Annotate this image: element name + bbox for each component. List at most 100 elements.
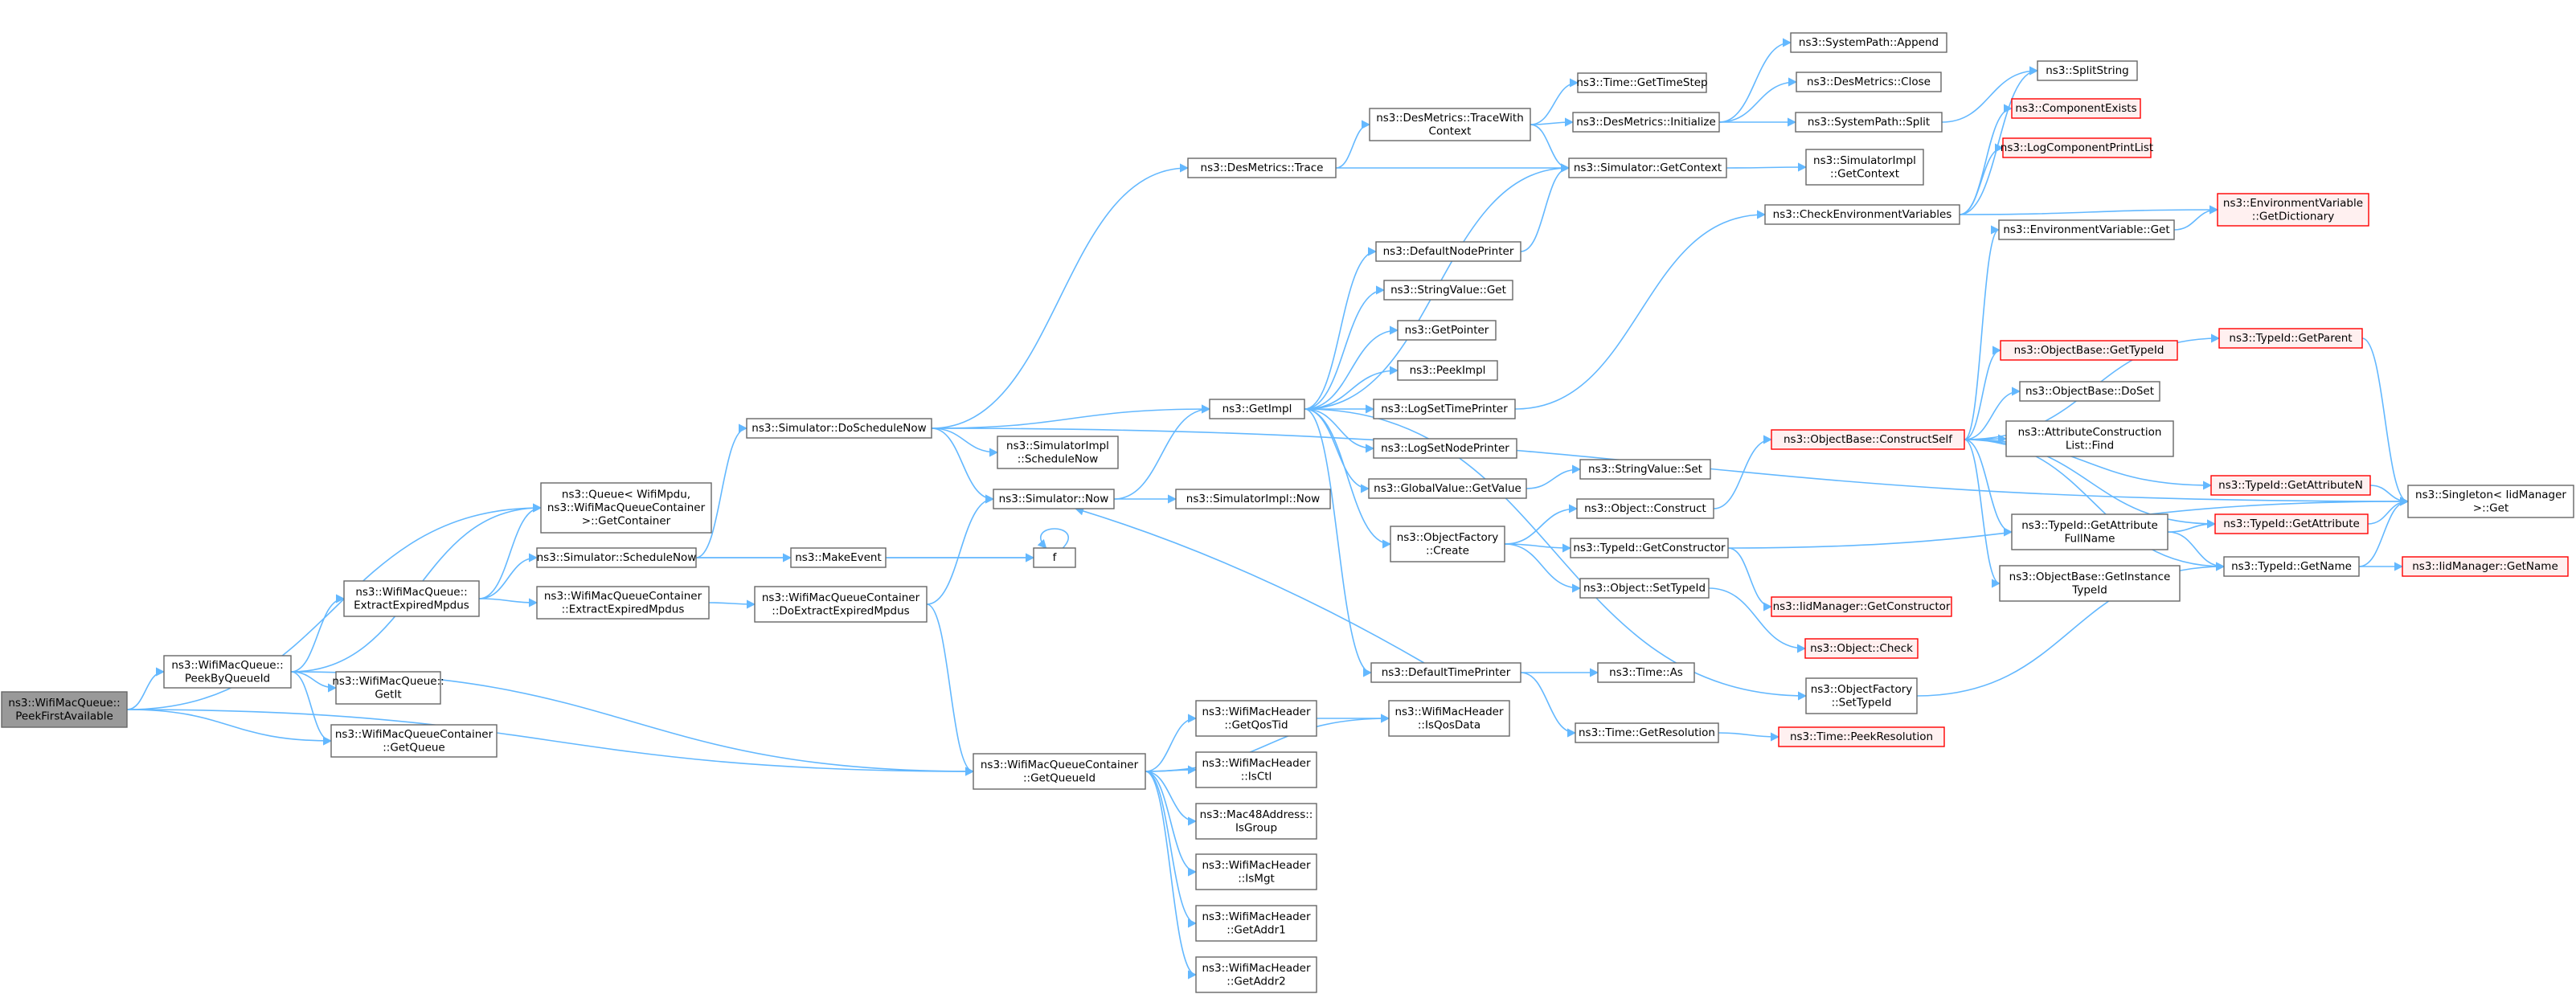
node-box [2402,556,2569,577]
node-getQueue[interactable]: ns3::WifiMacQueueContainer::GetQueue [330,724,498,758]
node-logSetNodePrinter[interactable]: ns3::LogSetNodePrinter [1373,438,1517,459]
node-componentExists[interactable]: ns3::ComponentExists [2011,98,2141,119]
node-box [2037,60,2138,81]
node-label: IsGroup [1235,821,1277,834]
node-objBaseGetTypeId[interactable]: ns3::ObjectBase::GetTypeId [2000,340,2178,361]
node-objectConstruct[interactable]: ns3::Object::Construct [1576,498,1714,519]
node-box [1195,700,1317,737]
node-typeIdGetParent[interactable]: ns3::TypeId::GetParent [2218,328,2363,349]
node-timeAs[interactable]: ns3::Time::As [1597,662,1695,683]
node-label: ::ExtractExpiredMpdus [562,603,685,616]
node-defaultNodePrinter[interactable]: ns3::DefaultNodePrinter [1375,241,1521,262]
node-getPointer[interactable]: ns3::GetPointer [1397,320,1497,341]
node-getContainer[interactable]: ns3::Queue< WifiMpdu,ns3::WifiMacQueueCo… [540,482,712,534]
node-label: ::GetContext [1830,167,1899,180]
node-iidGetName[interactable]: ns3::IidManager::GetName [2402,556,2569,577]
node-getQosTid[interactable]: ns3::WifiMacHeader::GetQosTid [1195,700,1317,737]
edge-desTrace-to-traceWithContext [1335,120,1371,169]
node-label: ns3::SimulatorImpl [1006,440,1109,452]
node-timeGetRes[interactable]: ns3::Time::GetResolution [1575,722,1719,743]
node-label: ns3::WifiMacQueue:: [171,659,283,672]
node-extractExpired[interactable]: ns3::WifiMacQueue::ExtractExpiredMpdus [343,580,480,617]
edge-typeIdGetName-to-singletonGet [2358,497,2410,567]
node-getAddr1[interactable]: ns3::WifiMacHeader::GetAddr1 [1195,905,1317,942]
node-getTimeStep[interactable]: ns3::Time::GetTimeStep [1576,72,1708,93]
node-desInit[interactable]: ns3::DesMetrics::Initialize [1572,112,1720,133]
node-isMgt[interactable]: ns3::WifiMacHeader::IsMgt [1195,853,1317,890]
node-envVarGet[interactable]: ns3::EnvironmentVariable::Get [1998,219,2175,240]
node-globalValueGet[interactable]: ns3::GlobalValue::GetValue [1368,478,1527,499]
node-objFactorySetTypeId[interactable]: ns3::ObjectFactory::SetTypeId [1805,677,1918,714]
node-isQosData[interactable]: ns3::WifiMacHeader::IsQosData [1388,700,1510,737]
node-objFactoryCreate[interactable]: ns3::ObjectFactory::Create [1390,526,1505,562]
node-iidGetCtor[interactable]: ns3::IidManager::GetConstructor [1771,596,1952,617]
node-typeIdGetAttrN[interactable]: ns3::TypeId::GetAttributeN [2210,475,2371,496]
edge-getImpl-to-defaultNodePrinter [1304,247,1378,410]
node-peekImpl[interactable]: ns3::PeekImpl [1397,360,1498,381]
node-f[interactable]: f [1033,547,1076,568]
node-box [540,482,712,534]
node-splitString[interactable]: ns3::SplitString [2037,60,2138,81]
edge-defaultTimePrinter-to-simNow [1075,506,1425,664]
node-logComponentPrintList[interactable]: ns3::LogComponentPrintList [2001,137,2153,158]
node-simGetContext[interactable]: ns3::Simulator::GetContext [1568,157,1727,178]
node-box [997,436,1119,469]
node-typeIdGetAttr[interactable]: ns3::TypeId::GetAttribute [2214,513,2369,534]
edge-simGetContext-to-simImplGetContext [1726,162,1808,172]
node-objectSetTypeId[interactable]: ns3::Object::SetTypeId [1579,578,1710,599]
node-label: ns3::GlobalValue::GetValue [1374,482,1521,495]
node-desClose[interactable]: ns3::DesMetrics::Close [1796,72,1942,92]
node-checkEnvVars[interactable]: ns3::CheckEnvironmentVariables [1764,204,1960,225]
node-simImplGetContext[interactable]: ns3::SimulatorImpl::GetContext [1805,149,1924,186]
edge-typeIdGetAttr-to-singletonGet [2367,497,2410,525]
node-stringValueSet[interactable]: ns3::StringValue::Set [1579,459,1711,480]
node-desTrace[interactable]: ns3::DesMetrics::Trace [1187,157,1337,178]
node-peekByQueueId[interactable]: ns3::WifiMacQueue::PeekByQueueId [163,655,292,689]
node-box [993,489,1115,509]
node-simImplScheduleNow[interactable]: ns3::SimulatorImpl::ScheduleNow [997,436,1119,469]
node-label: PeekFirstAvailable [15,710,113,722]
edge-objFactoryCreate-to-typeIdGetCtor [1504,543,1572,553]
node-simNow[interactable]: ns3::Simulator::Now [993,489,1115,509]
node-getAddr2[interactable]: ns3::WifiMacHeader::GetAddr2 [1195,956,1317,993]
node-isGroup[interactable]: ns3::Mac48Address::IsGroup [1195,803,1317,840]
node-label: FullName [2065,532,2115,545]
node-typeIdGetName[interactable]: ns3::TypeId::GetName [2223,556,2360,577]
node-getImpl[interactable]: ns3::GetImpl [1209,399,1305,419]
node-doScheduleNow[interactable]: ns3::Simulator::DoScheduleNow [746,418,932,439]
node-envVarGetDict[interactable]: ns3::EnvironmentVariable::GetDictionary [2217,193,2369,227]
node-box [1397,320,1497,341]
node-containerExtract[interactable]: ns3::WifiMacQueueContainer::ExtractExpir… [536,586,710,620]
node-box [1575,722,1719,743]
node-singletonGet[interactable]: ns3::Singleton< IidManager>::Get [2407,485,2574,518]
node-label: ns3::GetPointer [1405,324,1489,337]
node-root[interactable]: ns3::WifiMacQueue::PeekFirstAvailable [1,691,128,728]
node-label: ns3::SystemPath::Split [1808,116,1930,129]
node-defaultTimePrinter[interactable]: ns3::DefaultTimePrinter [1370,662,1521,683]
node-label: ns3::WifiMacHeader [1202,962,1311,975]
node-sysPathAppend[interactable]: ns3::SystemPath::Append [1790,32,1947,53]
node-scheduleNow[interactable]: ns3::Simulator::ScheduleNow [536,547,697,568]
node-getIt[interactable]: ns3::WifiMacQueue::GetIt [332,671,444,705]
node-logSetTimePrinter[interactable]: ns3::LogSetTimePrinter [1373,399,1516,419]
node-timePeekRes[interactable]: ns3::Time::PeekResolution [1778,726,1945,747]
node-makeEvent[interactable]: ns3::MakeEvent [790,547,887,568]
node-objectCheck[interactable]: ns3::Object::Check [1804,638,1919,659]
node-isCtl[interactable]: ns3::WifiMacHeader::IsCtl [1195,751,1317,788]
node-sysPathSplit[interactable]: ns3::SystemPath::Split [1795,112,1943,133]
node-label: ns3::Simulator::Now [999,493,1109,505]
node-doExtract[interactable]: ns3::WifiMacQueueContainer::DoExtractExp… [754,586,928,623]
edge-objectSetTypeId-to-objectCheck [1708,587,1807,653]
node-typeIdGetCtor[interactable]: ns3::TypeId::GetConstructor [1570,538,1729,558]
node-objBaseDoSet[interactable]: ns3::ObjectBase::DoSet [2019,381,2160,402]
node-simImplNow[interactable]: ns3::SimulatorImpl::Now [1175,489,1331,509]
node-getQueueId[interactable]: ns3::WifiMacQueueContainer::GetQueueId [973,753,1146,790]
node-constructSelf[interactable]: ns3::ObjectBase::ConstructSelf [1771,429,1965,450]
edge-constructSelf-to-objBaseGetTypeId [1964,346,2002,440]
node-stringValueGet[interactable]: ns3::StringValue::Get [1383,280,1513,301]
edge-doScheduleNow-to-simImplScheduleNow [931,427,999,457]
